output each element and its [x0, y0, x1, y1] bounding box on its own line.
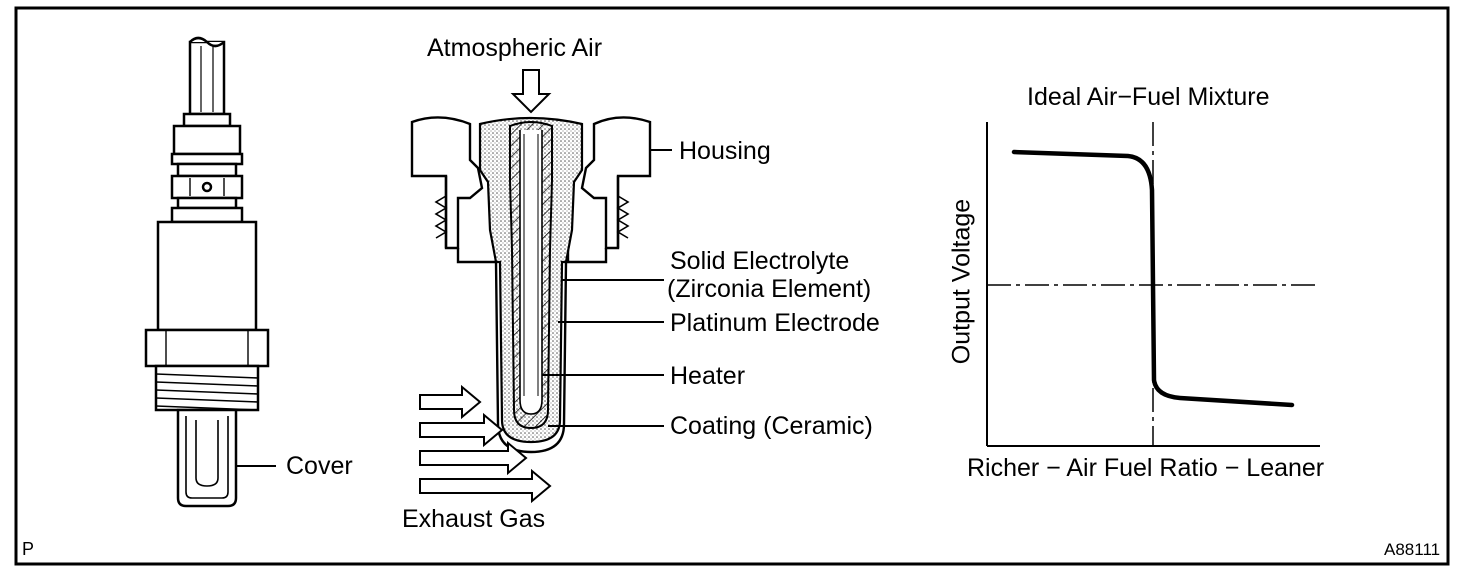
- air-arrow-icon: [510, 69, 552, 114]
- exhaust-arrow-icon-2: [419, 412, 504, 448]
- label-atmospheric-air: Atmospheric Air: [427, 34, 603, 62]
- output-chart: [986, 122, 1320, 447]
- sensor-cross-section: [410, 69, 652, 454]
- label-heater: Heater: [670, 362, 746, 390]
- label-exhaust-gas: Exhaust Gas: [402, 505, 546, 533]
- label-zirconia-element: (Zirconia Element): [667, 275, 872, 303]
- label-solid-electrolyte: Solid Electrolyte: [670, 247, 850, 275]
- corner-left-mark: P: [22, 539, 35, 559]
- exhaust-arrows: [419, 384, 552, 504]
- exhaust-arrow-icon-3: [419, 440, 528, 476]
- label-housing: Housing: [679, 137, 771, 165]
- label-cover: Cover: [286, 452, 353, 480]
- chart-title: Ideal Air−Fuel Mixture: [1027, 83, 1270, 111]
- exhaust-arrow-icon-4: [419, 468, 552, 504]
- exhaust-arrow-icon-1: [419, 384, 482, 420]
- cross-section-leaders: [542, 149, 672, 427]
- chart-x-label: Richer − Air Fuel Ratio − Leaner: [967, 454, 1325, 482]
- label-coating: Coating (Ceramic): [670, 412, 873, 440]
- figure-id: A88111: [1384, 540, 1441, 559]
- label-platinum-electrode: Platinum Electrode: [670, 309, 880, 337]
- diagram-frame: [14, 6, 1450, 566]
- chart-y-label: Output Voltage: [947, 198, 976, 365]
- sensor-exterior: [144, 36, 270, 508]
- chart-voltage-curve: [1011, 149, 1295, 408]
